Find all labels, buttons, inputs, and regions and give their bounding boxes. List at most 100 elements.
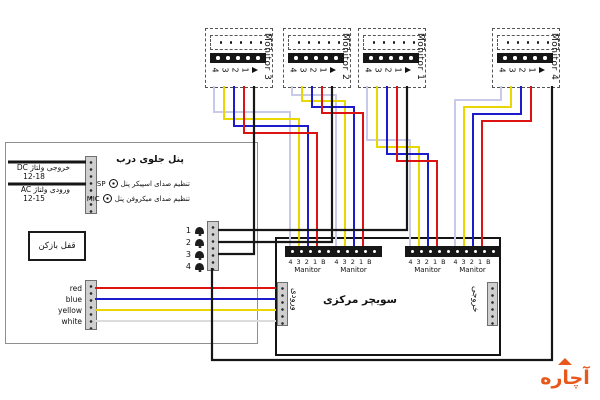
switcher-terminal-strip-1 — [285, 246, 336, 257]
terminal-hole-icon — [428, 249, 433, 254]
monitor-4-label: Monitor 4 — [549, 33, 559, 81]
monitor-3-label: Monitor 3 — [262, 33, 272, 81]
bell-row: 3 — [183, 248, 204, 260]
terminal-pin-labels: 4 3 2 1 B — [334, 258, 373, 266]
terminal-hole-icon — [336, 249, 341, 254]
terminal-hole-icon — [226, 56, 230, 60]
terminal-name: Manitor — [414, 266, 441, 274]
lock-opener-label: قفل بازکن — [38, 241, 76, 251]
terminal-hole-icon — [256, 56, 260, 60]
terminal-hole-icon — [513, 56, 517, 60]
lock-opener-box: قفل بازکن — [28, 231, 86, 261]
ac-input-value: 12-15 — [23, 194, 45, 203]
bell-row: 4 — [183, 260, 204, 272]
pin-dot-icon — [506, 41, 510, 44]
terminal-hole-icon — [363, 249, 368, 254]
pin-dot-icon — [382, 41, 386, 44]
switcher-terminal-strip-4 — [450, 246, 501, 257]
terminal-pin-labels: 4 3 2 1 B — [408, 258, 447, 266]
speaker-abbr: SP — [96, 179, 106, 188]
terminal-hole-icon — [314, 56, 318, 60]
terminal-hole-icon — [399, 56, 403, 60]
terminal-hole-icon — [236, 56, 240, 60]
pin-arrow-icon — [404, 67, 411, 73]
bell-icon — [195, 250, 204, 258]
monitor-1-aux-connector — [363, 35, 425, 50]
terminal-hole-icon — [345, 249, 350, 254]
wire-m2-4 — [291, 86, 337, 250]
terminal-hole-icon — [299, 249, 304, 254]
bell-number: 1 — [185, 225, 191, 235]
logo-roof-icon — [558, 358, 572, 365]
pin-number: 2 — [308, 67, 318, 73]
monitor-3-box: 4 3 2 1 Monitor 3 — [205, 28, 273, 88]
wire-m2-2 — [311, 86, 355, 250]
monitor-3-pin-numbers: 4 3 2 1 — [210, 64, 260, 76]
dc-output-label: خروجی ولتاژ DC — [16, 163, 70, 172]
terminal-hole-icon — [304, 56, 308, 60]
switcher-title: سویچر مرکزی — [323, 294, 397, 306]
monitor-3-terminal-block — [210, 53, 266, 63]
wire-m4-2 — [472, 86, 522, 250]
mic-abbr: MIC — [86, 194, 100, 203]
terminal-hole-icon — [491, 249, 496, 254]
switcher-output-label: خروجی — [470, 286, 480, 313]
wire-m2-1 — [321, 86, 364, 250]
bell-row: 1 — [183, 224, 204, 236]
terminal-hole-icon — [410, 249, 415, 254]
monitor-4-pin-numbers: 4 3 2 1 — [497, 64, 547, 76]
monitor-1-box: 4 3 2 1 Monitor 1 — [358, 28, 426, 88]
terminal-name: Manitor — [294, 266, 321, 274]
dc-output-value: 12-18 — [23, 172, 45, 181]
bell-connector — [207, 221, 219, 271]
power-connector — [85, 156, 97, 214]
terminal-hole-icon — [372, 249, 377, 254]
pin-dot-icon — [392, 41, 396, 44]
pin-dot-icon — [259, 41, 263, 44]
pin-dot-icon — [219, 41, 223, 44]
pin-number: 2 — [383, 67, 393, 73]
wire-color-label: yellow — [58, 306, 82, 315]
wire-color-label: blue — [65, 295, 82, 304]
bell-buttons: 1 2 3 4 — [183, 224, 204, 272]
bell-row: 2 — [183, 236, 204, 248]
logo-text: آچاره — [540, 367, 590, 389]
terminal-hole-icon — [326, 249, 331, 254]
pin-arrow-icon — [251, 67, 258, 73]
wire-m1-2 — [386, 86, 429, 250]
ac-input-label: ورودی ولتاژ AC — [20, 185, 70, 194]
terminal-hole-icon — [216, 56, 220, 60]
bell-icon — [195, 238, 204, 246]
pin-dot-icon — [307, 41, 311, 44]
pin-dot-icon — [546, 41, 550, 44]
pin-number: 3 — [507, 67, 517, 73]
terminal-hole-icon — [437, 249, 442, 254]
monitor-4-aux-connector — [497, 35, 559, 50]
monitor-4-terminal-block — [497, 53, 553, 63]
pin-number: 1 — [393, 67, 403, 73]
terminal-hole-icon — [455, 249, 460, 254]
wire-color-label: red — [69, 284, 82, 293]
panel-title: پنل جلوی درب — [116, 154, 184, 165]
wire-m4-4 — [454, 86, 502, 250]
pin-number: 4 — [210, 67, 220, 73]
wire-m1-1 — [396, 86, 438, 250]
terminal-name: Manitor — [459, 266, 486, 274]
speaker-knob-icon — [108, 179, 118, 188]
monitor-2-terminal-block — [288, 53, 344, 63]
terminal-hole-icon — [334, 56, 338, 60]
terminal-hole-icon — [389, 56, 393, 60]
monitor-1-terminal-block — [363, 53, 419, 63]
speaker-adjust-label: تنظیم صدای اسپیکر پنل — [120, 179, 190, 188]
mic-adjust-row: تنظیم صدای میکروفن پنل MIC — [78, 194, 190, 203]
switcher-terminal-strip-3 — [405, 246, 456, 257]
wire-color-label: white — [61, 317, 82, 326]
pin-dot-icon — [412, 41, 416, 44]
bell-number: 2 — [185, 237, 191, 247]
wire-m4-1 — [481, 86, 532, 250]
pin-dot-icon — [526, 41, 530, 44]
wire-m2-3 — [301, 86, 346, 250]
terminal-hole-icon — [294, 56, 298, 60]
pin-dot-icon — [249, 41, 253, 44]
